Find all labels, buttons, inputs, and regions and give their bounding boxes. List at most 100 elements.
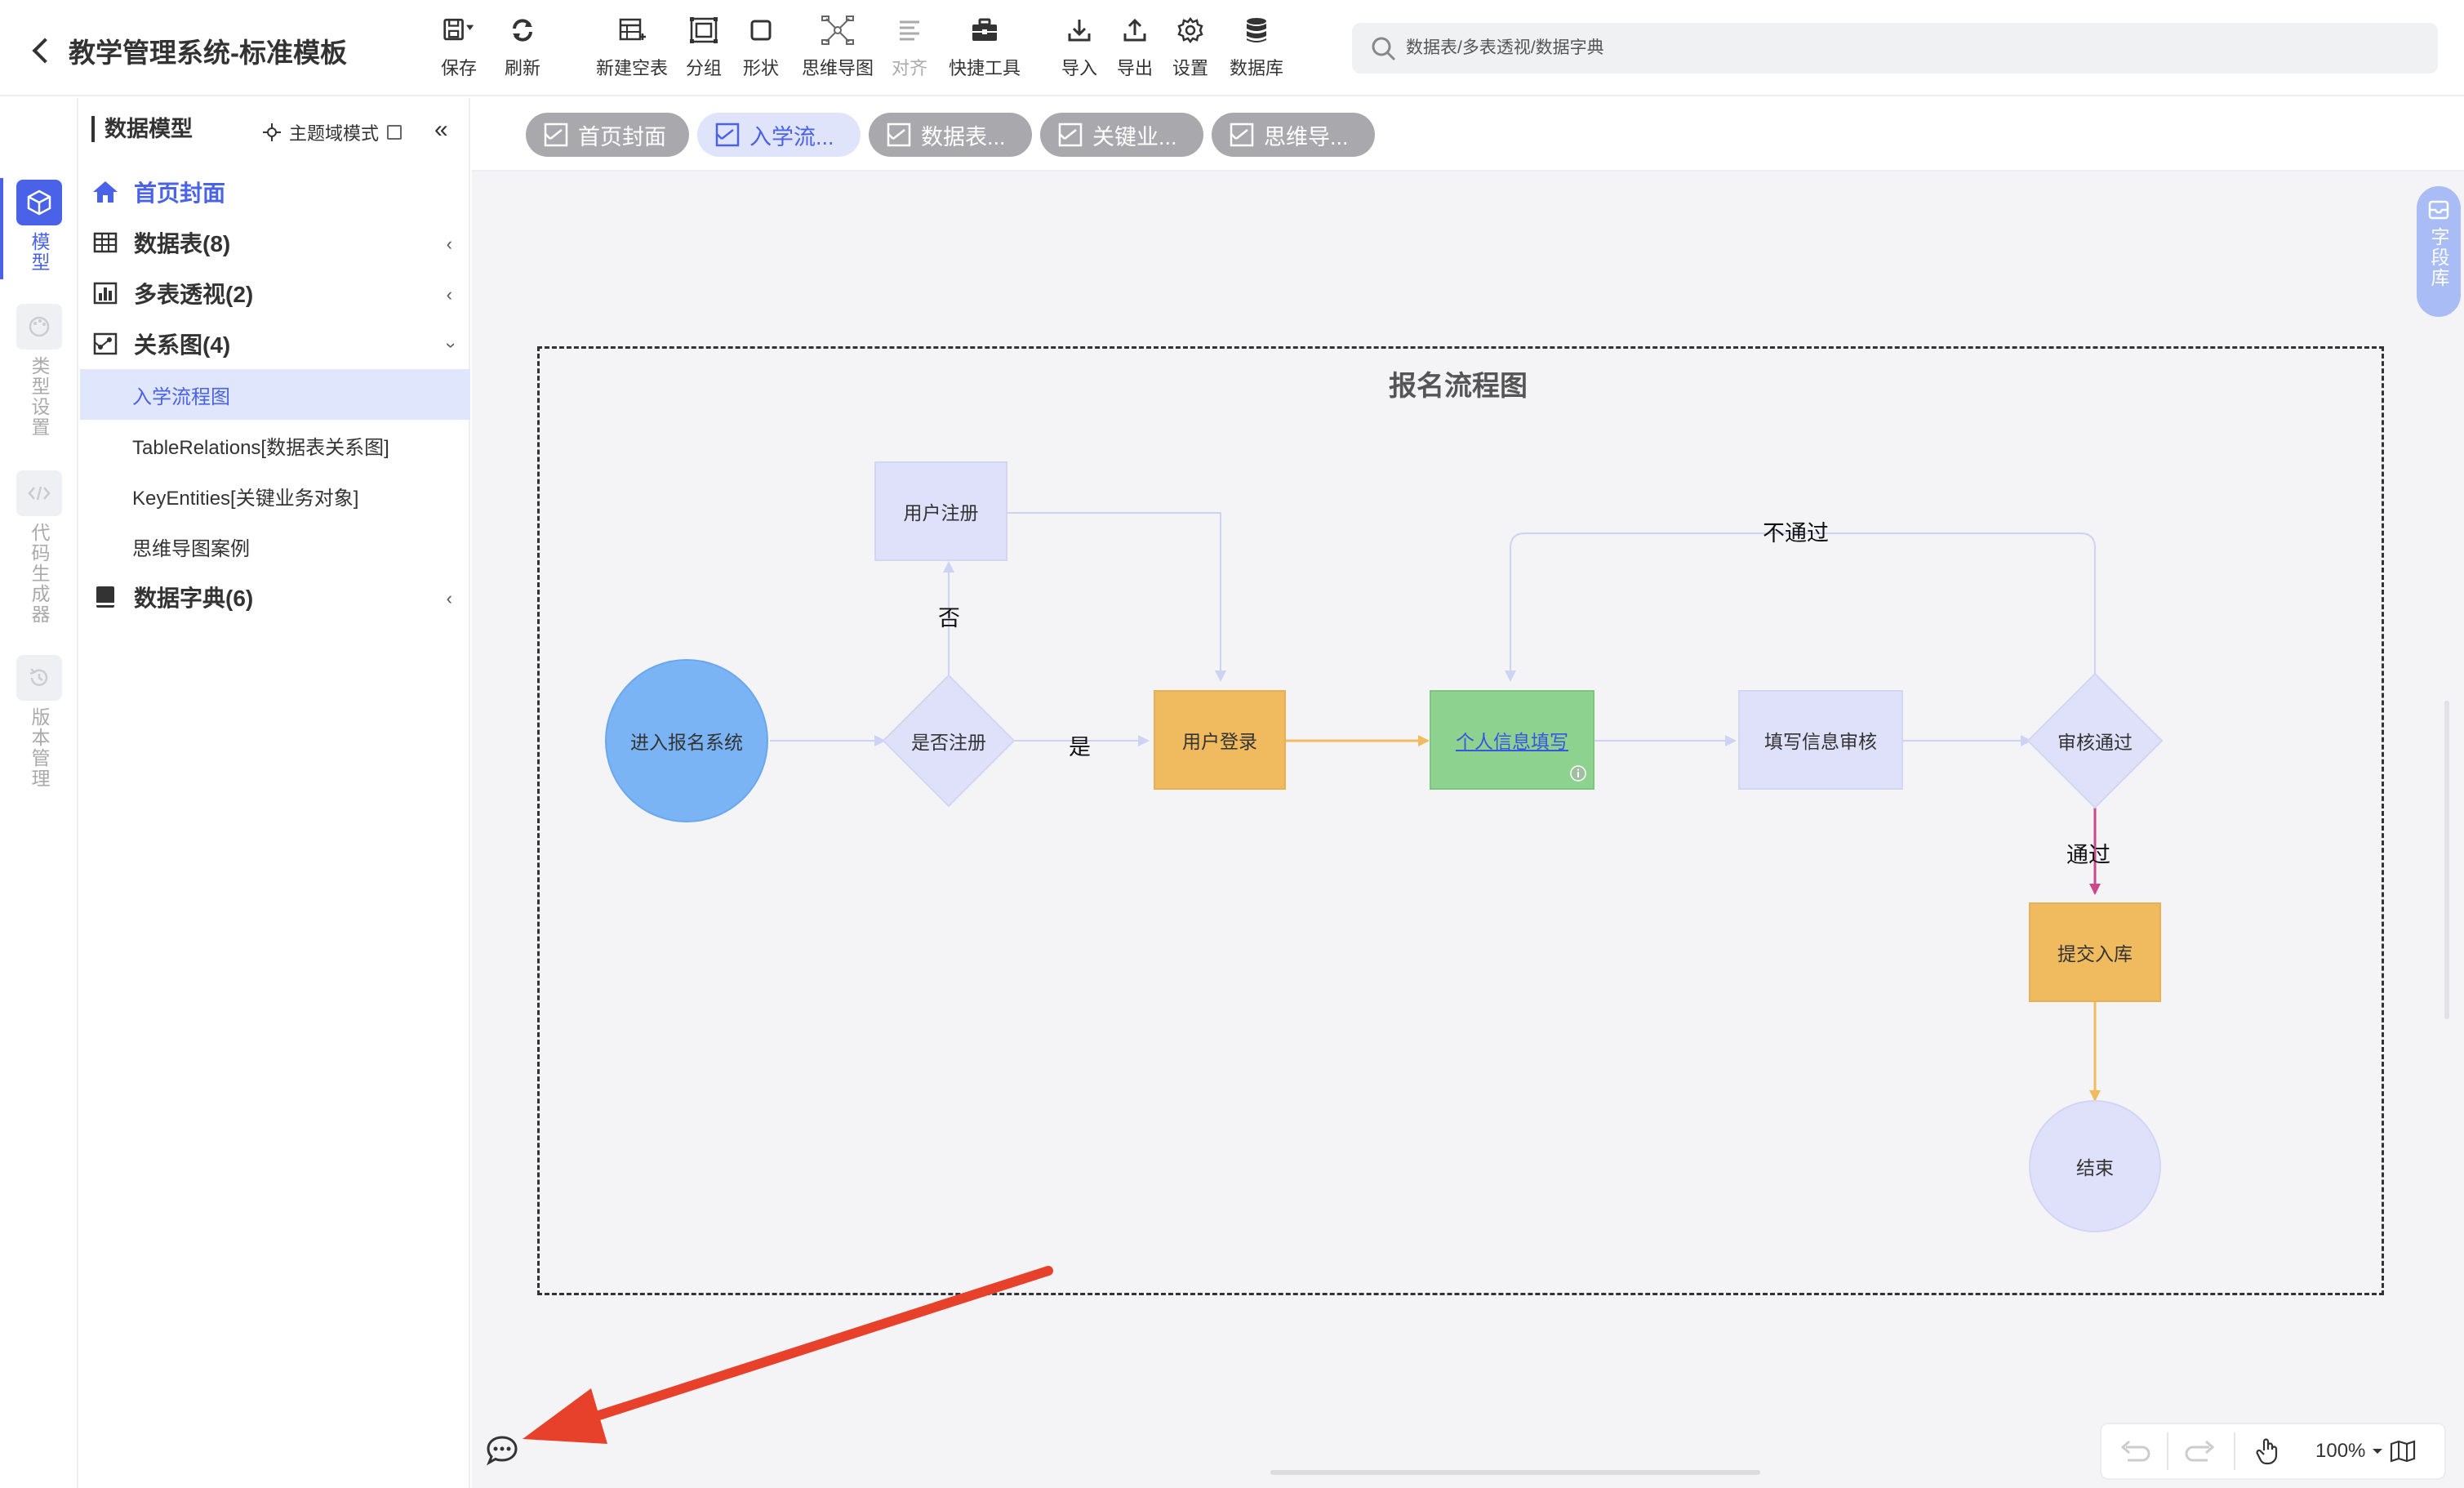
tab-mindmap[interactable]: 思维导... — [1212, 113, 1375, 157]
info-icon[interactable] — [1570, 765, 1586, 782]
edge-label-fail: 不通过 — [1763, 521, 1829, 546]
pan-button[interactable] — [2235, 1423, 2301, 1480]
search-box[interactable] — [1352, 23, 2438, 74]
node-fill-info-link[interactable]: 个人信息填写 — [1456, 731, 1568, 752]
history-icon — [16, 655, 62, 701]
back-button[interactable]: 教学管理系统-标准模板 — [28, 31, 347, 70]
rail-item-model[interactable]: 模型 — [0, 180, 78, 273]
tab-key-entities[interactable]: 关键业... — [1040, 113, 1203, 157]
import-button[interactable]: 导入 — [1061, 15, 1097, 85]
chevron-down-icon: ‹ — [438, 342, 460, 349]
tab-tables[interactable]: 数据表... — [869, 113, 1032, 157]
undo-button[interactable] — [2102, 1423, 2167, 1480]
subject-mode-checkbox[interactable] — [387, 125, 403, 140]
sidebar-title: 数据模型 — [91, 116, 193, 142]
mindmap-label: 思维导图 — [802, 58, 874, 78]
export-button[interactable]: 导出 — [1117, 15, 1153, 85]
rail-item-version[interactable]: 版本管理 — [0, 655, 78, 789]
tab-home-cover[interactable]: 首页封面 — [526, 113, 689, 157]
tab-label: 入学流... — [749, 124, 834, 149]
node-end[interactable]: 结束 — [2029, 1100, 2161, 1232]
rail-label-model: 模型 — [29, 232, 50, 273]
refresh-button[interactable]: 刷新 — [505, 15, 540, 85]
settings-button[interactable]: 设置 — [1172, 15, 1208, 85]
field-library-icon — [2428, 200, 2449, 220]
chat-button[interactable] — [485, 1434, 519, 1471]
tab-enrollment-flow[interactable]: 入学流... — [697, 113, 861, 157]
tree-label-home: 首页封面 — [134, 180, 226, 206]
decision-review-pass-shape[interactable] — [2026, 672, 2164, 809]
vertical-scrollbar[interactable] — [2444, 701, 2449, 1019]
book-icon — [91, 585, 119, 609]
double-chevron-left-icon[interactable]: « — [434, 116, 448, 143]
search-input[interactable] — [1406, 38, 2438, 58]
tree-item-key-entities[interactable]: KeyEntities[关键业务对象] — [80, 470, 470, 521]
edge-register-to-login[interactable] — [1007, 512, 1226, 682]
field-library-button[interactable]: 字段库 — [2417, 186, 2461, 317]
tree-item-table-relations[interactable]: TableRelations[数据表关系图] — [80, 420, 470, 470]
tree-item-relations[interactable]: 关系图(4) ‹ — [80, 319, 470, 369]
node-register[interactable]: 用户注册 — [874, 461, 1007, 561]
search-icon — [1370, 35, 1398, 67]
diagram-title: 报名流程图 — [1389, 371, 1528, 402]
tree-label-enrollment-flow: 入学流程图 — [132, 385, 230, 408]
sidebar: 数据模型 主题域模式 « 首页封面 数据表(8) ‹ 多表透视(2) — [80, 98, 470, 1488]
edge-label-pass: 通过 — [2066, 843, 2110, 867]
database-label: 数据库 — [1230, 58, 1284, 78]
new-table-button[interactable]: 新建空表 — [596, 15, 668, 85]
database-button[interactable]: 数据库 — [1230, 15, 1283, 85]
tree-item-mindmap-case[interactable]: 思维导图案例 — [80, 521, 470, 572]
tab-label: 关键业... — [1092, 124, 1177, 149]
relation-diagram-icon — [1058, 123, 1083, 147]
edge-pass-to-fill-fail[interactable] — [1505, 532, 2096, 682]
code-icon — [16, 470, 62, 516]
tree-item-dictionary[interactable]: 数据字典(6) ‹ — [80, 572, 470, 622]
home-icon — [91, 180, 119, 204]
save-label: 保存 — [441, 58, 478, 78]
group-button[interactable]: 分组 — [686, 15, 722, 85]
tree-item-pivot[interactable]: 多表透视(2) ‹ — [80, 268, 470, 319]
redo-button[interactable] — [2168, 1423, 2234, 1480]
mindmap-button[interactable]: 思维导图 — [802, 15, 874, 85]
relation-diagram-icon — [544, 123, 568, 147]
diagram-frame[interactable]: 报名流程图 进入报名系统 是否注册 用户注册 用户登录 个人信息填写 填写信息审… — [537, 346, 2384, 1295]
redo-icon — [2185, 1440, 2215, 1462]
horizontal-scrollbar[interactable] — [1270, 1470, 1760, 1475]
node-login[interactable]: 用户登录 — [1154, 690, 1286, 790]
tree-item-home[interactable]: 首页封面 — [80, 167, 470, 217]
cube-icon — [16, 180, 62, 225]
save-button[interactable]: 保存 — [441, 15, 477, 85]
upload-icon — [1119, 15, 1151, 46]
subject-mode-toggle[interactable]: 主题域模式 — [263, 119, 403, 145]
table-add-icon — [616, 15, 648, 46]
diagram-canvas[interactable]: 报名流程图 进入报名系统 是否注册 用户注册 用户登录 个人信息填写 填写信息审… — [472, 172, 2464, 1488]
save-icon — [443, 15, 475, 46]
rail-item-code-generator[interactable]: 代码生成器 — [0, 470, 78, 625]
top-bar: 教学管理系统-标准模板 保存 刷新 新建空表 分组 — [0, 0, 2464, 96]
refresh-label: 刷新 — [505, 58, 541, 78]
model-tree: 首页封面 数据表(8) ‹ 多表透视(2) ‹ 关系图(4) ‹ 入学流程图 — [80, 167, 470, 622]
node-submit[interactable]: 提交入库 — [2029, 902, 2161, 1002]
tree-item-enrollment-flow[interactable]: 入学流程图 — [80, 369, 470, 420]
toolbox-icon — [968, 15, 1001, 46]
square-icon — [745, 15, 777, 46]
zoom-select[interactable]: 100% — [2315, 1440, 2416, 1463]
decision-is-registered-shape[interactable] — [882, 674, 1016, 808]
tree-item-tables[interactable]: 数据表(8) ‹ — [80, 217, 470, 268]
node-fill-info[interactable]: 个人信息填写 — [1430, 690, 1594, 790]
tree-label-tables: 数据表(8) — [134, 231, 231, 256]
rail-label-version: 版本管理 — [29, 707, 50, 789]
group-label: 分组 — [686, 58, 723, 78]
map-icon[interactable] — [2390, 1440, 2416, 1463]
node-review-pass[interactable]: 审核通过 — [2057, 732, 2133, 753]
align-icon — [893, 15, 926, 46]
align-label: 对齐 — [892, 58, 928, 78]
rail-active-indicator — [0, 178, 3, 279]
rail-item-type-settings[interactable]: 类型设置 — [0, 304, 78, 438]
node-start[interactable]: 进入报名系统 — [605, 659, 768, 822]
shape-button[interactable]: 形状 — [743, 15, 779, 85]
node-review-info[interactable]: 填写信息审核 — [1738, 690, 1903, 790]
quick-tools-button[interactable]: 快捷工具 — [949, 15, 1021, 85]
align-button[interactable]: 对齐 — [892, 15, 927, 85]
node-is-registered[interactable]: 是否注册 — [911, 732, 986, 753]
